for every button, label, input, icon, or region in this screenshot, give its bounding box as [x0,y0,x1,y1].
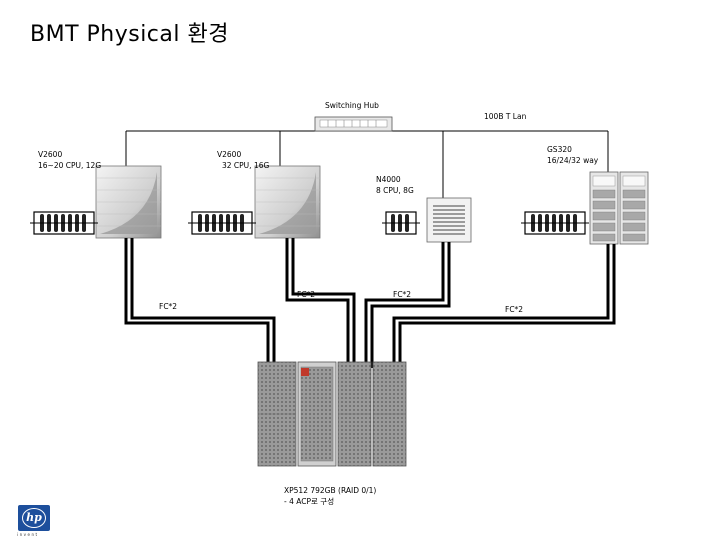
n4000-name: N4000 [376,175,401,184]
hp-logo: hp [18,505,50,531]
v2600-mid-server [254,165,321,239]
fc-switch-left [30,211,98,235]
fc-switch-n4000 [382,211,420,235]
v2600-mid-name: V2600 [217,150,242,159]
hp-logo-subtext: invent [17,532,39,537]
lan-backbone [125,130,609,198]
switching-hub [314,116,393,132]
gs320-spec: 16/24/32 way [547,156,599,165]
fc-left-label: FC*2 [159,302,178,311]
fc-mid-left-label: FC*2 [297,290,316,299]
fc-right-label: FC*2 [505,305,524,314]
xp512-storage [257,361,407,467]
lan-label: 100B T Lan [484,112,527,121]
gs320-server [589,171,649,245]
n4000-spec: 8 CPU, 8G [376,186,414,195]
hp-logo-text: hp [22,508,46,528]
fc-switch-right [521,211,589,235]
v2600-left-spec: 16~20 CPU, 12G [38,161,102,170]
gs320-name: GS320 [547,145,572,154]
v2600-mid-spec: 32 CPU, 16G [222,161,270,170]
v2600-left-server [95,165,162,239]
fc-links [124,238,616,368]
fc-switch-mid [188,211,256,235]
hub-label: Switching Hub [325,101,379,110]
page-title: BMT Physical 환경 [30,22,229,47]
storage-label-line2: - 4 ACP로 구성 [284,497,335,506]
fc-mid-right-label: FC*2 [393,290,412,299]
v2600-left-name: V2600 [38,150,63,159]
n4000-server [426,197,472,243]
storage-label-line1: XP512 792GB (RAID 0/1) [284,486,377,495]
